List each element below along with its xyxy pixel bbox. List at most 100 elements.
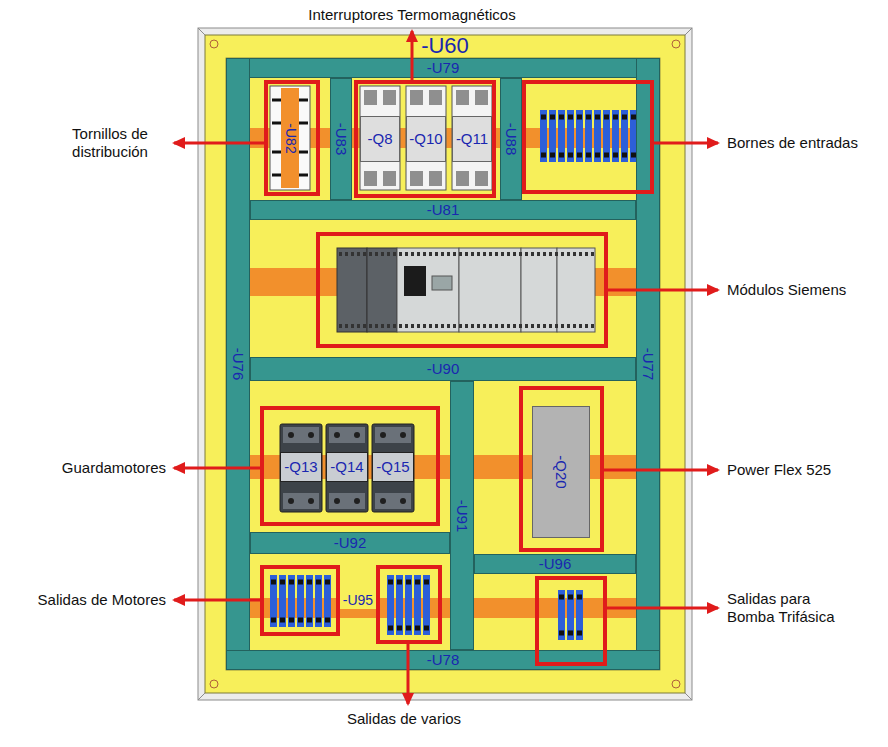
highlight-box bbox=[378, 567, 440, 642]
terminal-screws bbox=[388, 626, 432, 631]
control-panel: -U60-U79-U76-U77-U82-U83-Q8-Q10-Q11-U88-… bbox=[205, 35, 685, 693]
device-tag: -Q13 bbox=[284, 459, 317, 475]
screw-block bbox=[270, 86, 310, 190]
motor-protector-symbol bbox=[326, 424, 368, 512]
mounting-hole bbox=[210, 680, 218, 688]
duct-tag: -U90 bbox=[427, 361, 460, 377]
leader-arrow bbox=[407, 644, 410, 704]
highlight-box bbox=[266, 82, 318, 194]
callout-label: Salidas de varios bbox=[304, 710, 504, 728]
cable-duct: -U79 bbox=[226, 58, 660, 78]
terminal-screws bbox=[271, 580, 333, 585]
terminal-block bbox=[270, 575, 333, 627]
backplate bbox=[226, 58, 660, 670]
distribution-screw-bar: -U82 bbox=[281, 88, 299, 188]
frame-corner bbox=[685, 693, 692, 700]
duct-tag: -U78 bbox=[427, 652, 460, 668]
circuit-breaker: -Q10 bbox=[406, 116, 446, 162]
mounting-hole bbox=[210, 40, 218, 48]
cable-duct: -U91 bbox=[450, 381, 474, 650]
leader-arrow bbox=[654, 142, 718, 145]
duct-tag: -U83 bbox=[333, 123, 349, 156]
motor-protector-symbol bbox=[372, 424, 414, 512]
mounting-hole bbox=[672, 680, 680, 688]
highlight-box bbox=[262, 408, 438, 524]
callout-label: Bornes de entradas bbox=[727, 134, 877, 152]
terminal-screws bbox=[541, 115, 639, 120]
highlight-box bbox=[262, 567, 338, 634]
leader-arrow bbox=[604, 469, 718, 472]
motor-protector: -Q14 bbox=[326, 452, 368, 482]
highlight-box bbox=[356, 82, 494, 196]
duct-tag: -U88 bbox=[503, 123, 519, 156]
cable-duct: -U81 bbox=[250, 200, 636, 220]
callout-label: Power Flex 525 bbox=[727, 461, 877, 479]
cable-duct: -U92 bbox=[250, 532, 450, 554]
plc-display bbox=[404, 266, 426, 296]
breaker-symbol bbox=[452, 86, 492, 190]
motor-protector: -Q13 bbox=[280, 452, 322, 482]
plc-module bbox=[397, 248, 459, 332]
highlight-box bbox=[521, 388, 602, 550]
duct-tag: -U77 bbox=[640, 348, 656, 381]
frame-corner bbox=[198, 693, 205, 700]
mounting-hole bbox=[672, 40, 680, 48]
plc-module bbox=[521, 248, 557, 332]
leader-arrow bbox=[411, 31, 414, 80]
plc-module bbox=[459, 248, 521, 332]
terminal-block bbox=[558, 590, 585, 640]
cable-duct: -U90 bbox=[250, 357, 636, 381]
circuit-breaker: -Q11 bbox=[452, 116, 492, 162]
duct-tag: -U76 bbox=[230, 348, 246, 381]
callout-label: Interruptores Termomagnéticos bbox=[262, 6, 562, 24]
highlight-box bbox=[524, 82, 652, 192]
cable-duct: -U76 bbox=[226, 58, 250, 670]
device-tag: -Q11 bbox=[456, 131, 488, 147]
terminal-screws bbox=[388, 580, 432, 585]
device-tag: -Q15 bbox=[376, 459, 409, 475]
device-tag: -Q20 bbox=[553, 455, 569, 488]
terminal-block bbox=[540, 110, 639, 162]
callout-label: Salidas de Motores bbox=[16, 591, 166, 609]
motor-protector: -Q15 bbox=[372, 452, 414, 482]
leader-arrow bbox=[174, 142, 264, 145]
terminal-screws bbox=[559, 631, 585, 636]
enclosure bbox=[198, 28, 692, 700]
callout-label: Módulos Siemens bbox=[727, 281, 877, 299]
device-tag: -Q10 bbox=[409, 131, 442, 147]
device-tag: -Q14 bbox=[330, 459, 363, 475]
plc-module bbox=[557, 248, 595, 332]
duct-tag: -U79 bbox=[427, 60, 460, 76]
cable-duct: -U88 bbox=[500, 78, 522, 200]
plc-terminals bbox=[339, 252, 594, 256]
callout-label: Guardamotores bbox=[16, 459, 166, 477]
breaker-symbol bbox=[360, 86, 400, 190]
duct-tag: -U92 bbox=[334, 535, 367, 551]
motor-protector-symbol bbox=[280, 424, 322, 512]
leader-arrow bbox=[174, 467, 260, 470]
frame-corner bbox=[198, 28, 205, 35]
device-tag: -U82 bbox=[283, 123, 298, 153]
circuit-breaker: -Q8 bbox=[360, 116, 400, 162]
callout-label: Salidas para Bomba Trifásica bbox=[727, 590, 852, 626]
terminal-screws bbox=[271, 618, 333, 623]
plc-module bbox=[367, 248, 397, 332]
plc-keypad bbox=[432, 276, 452, 290]
terminal-screws bbox=[559, 595, 585, 600]
terminal-screws bbox=[541, 153, 639, 158]
duct-tag: -U96 bbox=[539, 556, 572, 572]
highlight-box bbox=[537, 578, 605, 664]
cable-duct: -U96 bbox=[474, 554, 636, 574]
plc-terminals bbox=[339, 324, 594, 328]
duct-tag: -U91 bbox=[454, 499, 470, 532]
leader-arrow bbox=[608, 289, 718, 292]
device-tag: -Q8 bbox=[367, 131, 392, 147]
highlight-box bbox=[318, 234, 606, 346]
duct-tag: -U81 bbox=[427, 202, 460, 218]
cable-duct: -U77 bbox=[636, 58, 660, 670]
callout-label: Tornillos de distribución bbox=[55, 125, 165, 161]
frame-corner bbox=[685, 28, 692, 35]
cable-duct: -U78 bbox=[226, 650, 660, 670]
